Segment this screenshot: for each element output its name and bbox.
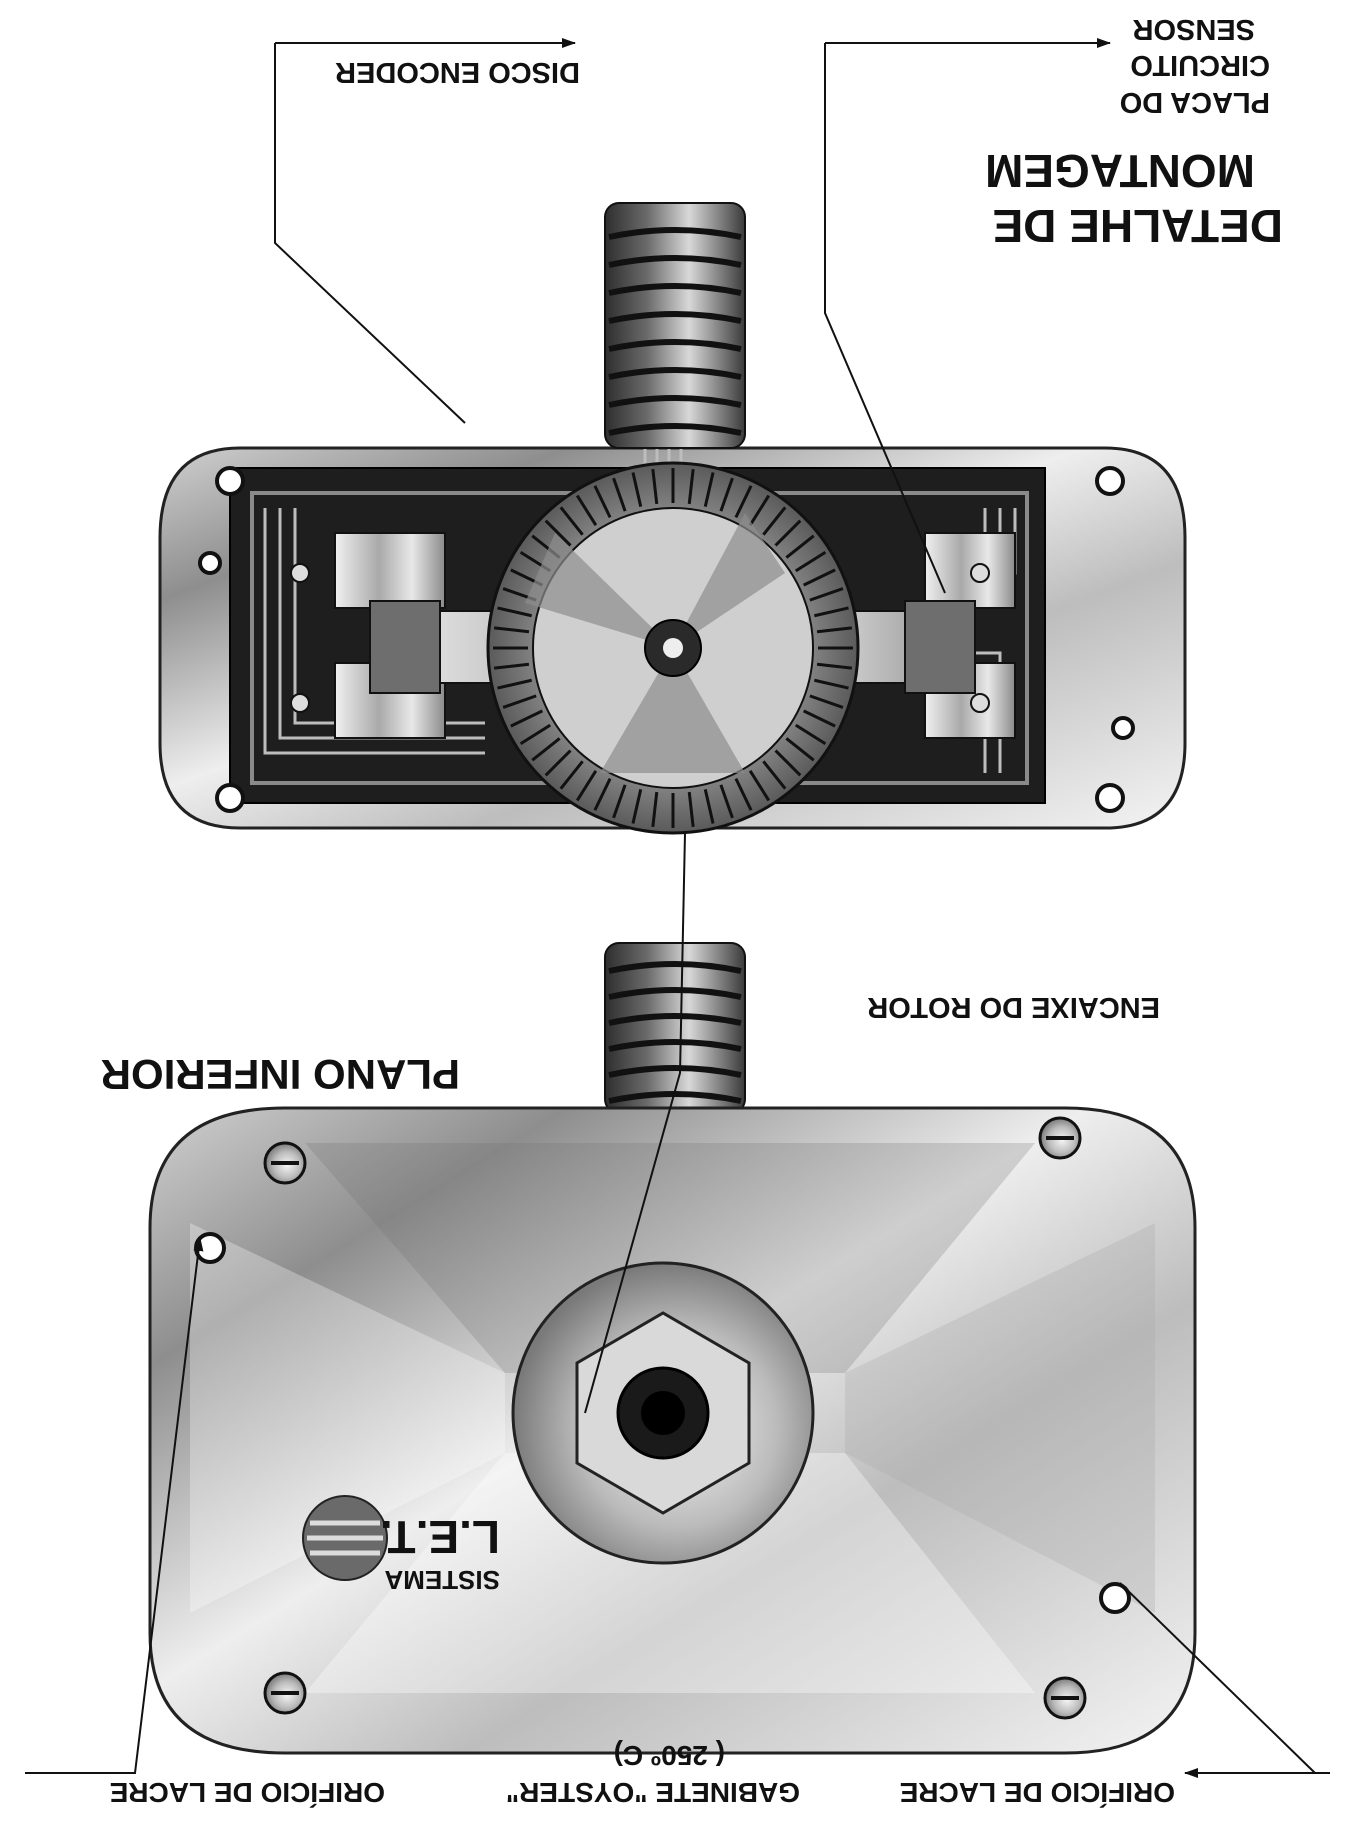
encoder-slot <box>519 723 552 746</box>
orificio-right-text: ORIFÍCIO DE LACRE <box>899 1777 1175 1808</box>
encoder-slot <box>612 784 627 819</box>
encoder-slot <box>575 494 598 527</box>
encoder-slot <box>687 791 695 828</box>
encoder-slot <box>502 694 537 709</box>
encoder-disc <box>486 461 860 835</box>
encoder-slot <box>703 472 715 507</box>
encoder-slot <box>814 606 849 618</box>
encoder-slot <box>734 777 753 811</box>
thread-ring <box>608 961 742 974</box>
encoder-slot <box>794 723 827 746</box>
open-unit-thread <box>604 202 746 449</box>
encoder-slot <box>559 760 584 790</box>
encoder-slot <box>762 760 787 790</box>
encoder-slot <box>493 626 530 634</box>
encoder-slot <box>544 519 572 547</box>
encoder-slot <box>794 550 827 573</box>
detalhe-de-text: DETALHE DE <box>992 200 1284 252</box>
thread-ring <box>608 1013 742 1026</box>
encoder-slot <box>593 485 612 519</box>
encoder-slot <box>785 534 815 559</box>
encoder-slot <box>510 709 544 728</box>
seal-holes <box>194 1232 1131 1614</box>
thread-ring <box>608 339 742 352</box>
encoder-slot <box>531 737 561 762</box>
encoder-slot <box>631 789 643 824</box>
closed-housing: L.E.T. SISTEMA <box>148 942 1197 1755</box>
logo-brand: L.E.T. <box>380 1511 500 1563</box>
encoder-slot <box>651 468 659 505</box>
thread-ring <box>608 255 742 268</box>
encoder-slot <box>814 678 849 690</box>
encoder-slot <box>544 749 572 777</box>
encoder-slot <box>802 568 836 587</box>
orificio-left-text: ORIFÍCIO DE LACRE <box>109 1777 385 1808</box>
thread-ring <box>608 367 742 380</box>
gabinete-text: GABINETE "OYSTER" <box>505 1777 800 1808</box>
encoder-slot <box>762 506 787 536</box>
encoder-slot <box>748 494 771 527</box>
encoder-slot <box>719 477 734 512</box>
encoder-slot <box>785 737 815 762</box>
thread-ring <box>608 395 742 408</box>
let-logo: L.E.T. SISTEMA <box>302 1495 500 1595</box>
encoder-slot <box>719 784 734 819</box>
encoder-slot <box>734 485 753 519</box>
encoder-slot <box>651 791 659 828</box>
placa-do-text: PLACA DO <box>1119 86 1270 118</box>
encoder-slot <box>497 678 532 690</box>
encoder-slot <box>703 789 715 824</box>
encoder-slot <box>497 606 532 618</box>
disco-encoder-text: DISCO ENCODER <box>335 56 580 88</box>
circuito-text: CIRCUITO <box>1130 49 1270 81</box>
encoder-slot <box>809 694 844 709</box>
thread-ring <box>608 311 742 324</box>
logo-system: SISTEMA <box>384 1565 500 1595</box>
thread-ring <box>608 987 742 1000</box>
encaixe-do-rotor-text: ENCAIXE DO ROTOR <box>867 991 1160 1023</box>
encoder-slot <box>774 519 802 547</box>
temperature-text: ( 250º C) <box>613 1740 725 1771</box>
encoder-slot <box>493 662 530 670</box>
thread-ring <box>608 1039 742 1052</box>
sensor-text: SENSOR <box>1132 13 1255 45</box>
thread-ring <box>608 1065 742 1078</box>
flange-holes <box>198 466 1135 813</box>
encoder-slot <box>559 506 584 536</box>
case-screws <box>263 1116 1087 1720</box>
encoder-slot <box>575 769 598 802</box>
encoder-slot <box>816 662 853 670</box>
encoder-slot <box>631 472 643 507</box>
thread-ring <box>608 283 742 296</box>
encoder-slot <box>593 777 612 811</box>
encoder-slot <box>802 709 836 728</box>
encoder-slot <box>816 626 853 634</box>
encoder-slot <box>774 749 802 777</box>
encoder-slot <box>612 477 627 512</box>
encoder-slot <box>809 587 844 602</box>
leader-lines <box>25 38 1330 1778</box>
encoder-slot <box>748 769 771 802</box>
open-housing <box>158 202 1187 835</box>
montagem-text: MONTAGEM <box>984 145 1255 197</box>
encoder-slot <box>687 468 695 505</box>
rotor-socket <box>511 1261 815 1565</box>
thread-ring <box>608 423 742 436</box>
thread-ring <box>608 227 742 240</box>
plano-inferior-text: PLANO INFERIOR <box>100 1051 460 1098</box>
